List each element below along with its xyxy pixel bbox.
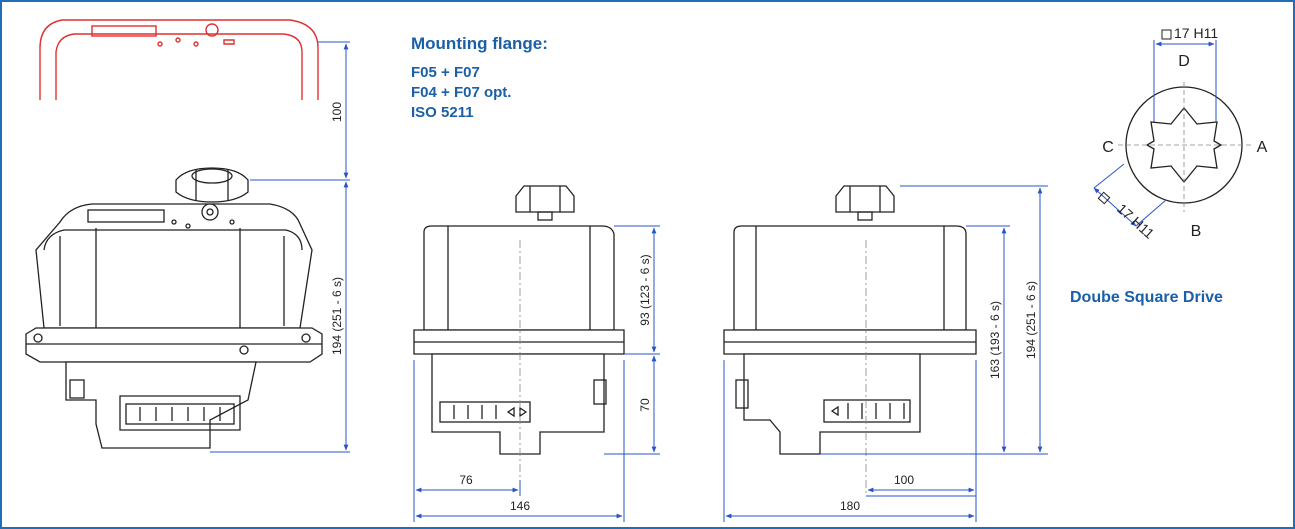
- side-view: [723, 185, 1048, 522]
- side-housing: [733, 225, 967, 331]
- drive-label-a: A: [1257, 139, 1268, 156]
- isometric-view: [25, 19, 350, 453]
- handwheel-knob: [175, 167, 249, 203]
- mounting-flange-line-1: F05 + F07: [411, 64, 480, 81]
- drive-label-d: D: [1178, 53, 1190, 70]
- front-dimension-lines: [413, 225, 660, 522]
- mounting-flange-line-3: ISO 5211: [411, 104, 474, 121]
- drive-top-dimension: 17 H11: [1174, 25, 1218, 41]
- front-housing: [423, 225, 615, 331]
- front-indicator-scale: [439, 401, 531, 423]
- front-gearbox: [431, 353, 605, 455]
- mounting-flange-title: Mounting flange:: [411, 34, 548, 53]
- side-knob: [835, 185, 895, 221]
- dim-front-half-width: 76: [459, 473, 473, 487]
- front-knob: [515, 185, 575, 221]
- position-indicator-scale: [125, 403, 235, 425]
- drive-label-b: B: [1191, 223, 1202, 240]
- removable-cover: [39, 19, 319, 100]
- dim-front-width: 146: [510, 499, 530, 513]
- dim-side-total-height: 194 (251 - 6 s): [1024, 281, 1038, 359]
- base-flange: [25, 327, 323, 363]
- drive-diag-dimension: 17 H11: [1114, 200, 1158, 242]
- dim-side-offset: 100: [894, 473, 914, 487]
- side-dimension-lines: [723, 185, 1048, 522]
- square-drive-caption: Doube Square Drive: [1070, 289, 1223, 306]
- mounting-flange-line-2: F04 + F07 opt.: [411, 84, 512, 101]
- gearbox: [65, 361, 257, 449]
- square-drive-detail: [1093, 29, 1252, 227]
- dim-iso-cover-height: 100: [330, 102, 344, 122]
- dim-side-width: 180: [840, 499, 860, 513]
- dim-iso-total-height: 194 (251 - 6 s): [330, 277, 344, 355]
- side-indicator-scale: [823, 399, 911, 423]
- drive-label-c: C: [1102, 139, 1114, 156]
- dim-side-height: 163 (193 - 6 s): [988, 301, 1002, 379]
- side-gearbox: [743, 353, 921, 455]
- dim-front-lower-height: 70: [638, 398, 652, 412]
- iso-dimension-lines: [210, 41, 350, 453]
- housing: [35, 203, 313, 329]
- front-view: [413, 185, 660, 522]
- dim-front-upper-height: 93 (123 - 6 s): [638, 254, 652, 325]
